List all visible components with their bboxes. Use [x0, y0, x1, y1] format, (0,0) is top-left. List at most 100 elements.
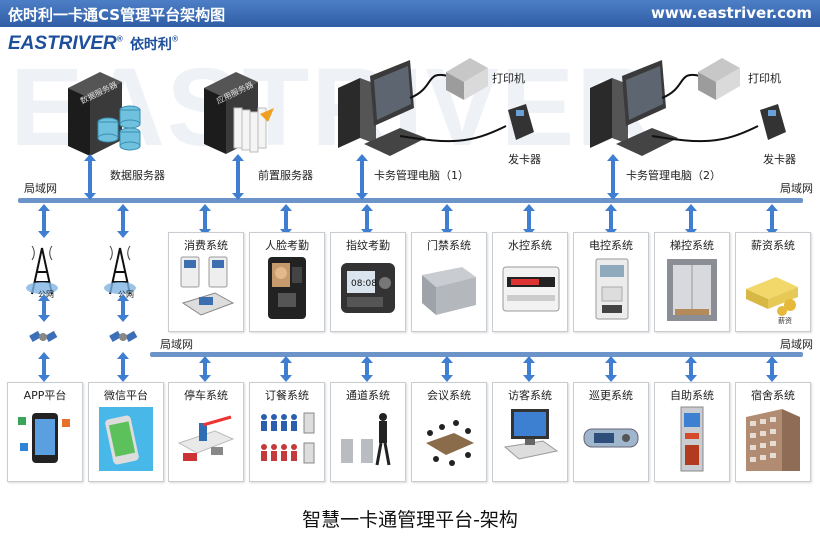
subsystem-consumption[interactable]: 消费系统 — [168, 232, 244, 332]
subsystem-title: 停车系统 — [184, 389, 228, 402]
link-arrow — [356, 154, 368, 200]
lan-label-top-right: 局域网 — [780, 182, 813, 195]
link-arrow — [117, 294, 129, 322]
subsystem-title: 人脸考勤 — [265, 239, 309, 252]
pc1-label: 卡务管理电脑（1） — [374, 169, 469, 182]
link-arrow — [38, 204, 50, 238]
link-arrow — [685, 356, 697, 382]
pc1-printer-label: 打印机 — [492, 72, 525, 85]
electric-meter-icon — [595, 258, 629, 320]
logo-brand-text: EASTRIVER — [8, 33, 117, 54]
subsystem-water-control[interactable]: 水控系统 — [492, 232, 568, 332]
subsystem-title: 微信平台 — [104, 389, 148, 402]
link-arrow — [117, 352, 129, 382]
brand-logo: EASTRIVER® 依时利® — [8, 33, 178, 55]
subsystem-meal-ordering[interactable]: 订餐系统 — [249, 382, 325, 482]
subsystem-title: 会议系统 — [427, 389, 471, 402]
pc2-label: 卡务管理电脑（2） — [626, 169, 721, 182]
link-arrow — [607, 154, 619, 200]
satellite-icon — [109, 330, 138, 342]
pc1-card-issuer-label: 发卡器 — [508, 153, 541, 166]
data-server-label: 数据服务器 — [110, 169, 165, 182]
subsystem-face-attendance[interactable]: 人脸考勤 — [249, 232, 325, 332]
cell-tower-icon — [26, 245, 58, 295]
subsystem-elevator-control[interactable]: 梯控系统 — [654, 232, 730, 332]
subsystem-title: 巡更系统 — [589, 389, 633, 402]
website-url: www.eastriver.com — [651, 4, 812, 22]
subsystem-title: 梯控系统 — [670, 239, 714, 252]
subsystem-title: 水控系统 — [508, 239, 552, 252]
data-server-icon: 数据服务器 — [68, 72, 141, 156]
water-controller-icon — [502, 266, 560, 312]
subsystem-title: 通道系统 — [346, 389, 390, 402]
payroll-word: 薪资 — [778, 316, 792, 325]
link-arrow — [766, 356, 778, 382]
satellite-icon — [29, 330, 58, 342]
turnstile-icon — [341, 413, 391, 466]
link-arrow — [280, 204, 292, 236]
meeting-table-icon — [426, 420, 474, 466]
subsystem-parking[interactable]: 停车系统 — [168, 382, 244, 482]
subsystem-meeting[interactable]: 会议系统 — [411, 382, 487, 482]
fingerprint-terminal-icon: 08:08 — [341, 263, 395, 313]
subsystem-app-platform[interactable]: APP平台 — [7, 382, 83, 482]
subsystem-self-service[interactable]: 自助系统 — [654, 382, 730, 482]
subsystem-wechat-platform[interactable]: 微信平台 — [88, 382, 164, 482]
wechat-phone-icon — [99, 407, 153, 471]
logo-registered-mark: ® — [116, 34, 123, 44]
clock-time: 08:08 — [351, 279, 377, 289]
title-bar: 依时利一卡通CS管理平台架构图 www.eastriver.com — [0, 0, 820, 27]
link-arrow — [766, 204, 778, 236]
cell-tower-icon — [104, 245, 136, 295]
subsystem-title: 门禁系统 — [427, 239, 471, 252]
lan-bus-top — [18, 198, 803, 203]
patrol-reader-icon — [583, 428, 639, 448]
link-arrow — [199, 204, 211, 236]
subsystem-patrol[interactable]: 巡更系统 — [573, 382, 649, 482]
subsystem-title: 消费系统 — [184, 239, 228, 252]
subsystem-payroll[interactable]: 薪资系统 薪资 — [735, 232, 811, 332]
subsystem-power-control[interactable]: 电控系统 — [573, 232, 649, 332]
link-arrow — [199, 356, 211, 382]
dormitory-building-icon — [746, 409, 800, 471]
front-server-icon: 应用服务器 — [204, 72, 274, 154]
link-arrow — [280, 356, 292, 382]
link-arrow — [523, 204, 535, 236]
face-terminal-icon — [268, 257, 306, 319]
pos-terminal-icon — [180, 256, 235, 316]
subsystem-fingerprint-attendance[interactable]: 指纹考勤 08:08 — [330, 232, 406, 332]
subsystem-title: 电控系统 — [589, 239, 633, 252]
link-arrow — [605, 204, 617, 236]
subsystem-dormitory[interactable]: 宿舍系统 — [735, 382, 811, 482]
subsystem-title: 指纹考勤 — [346, 239, 390, 252]
diagram-caption: 智慧一卡通管理平台-架构 — [302, 509, 518, 531]
lan-label-top-left: 局域网 — [24, 182, 57, 195]
subsystem-visitor[interactable]: 访客系统 — [492, 382, 568, 482]
link-arrow — [38, 294, 50, 322]
link-arrow — [441, 204, 453, 236]
subsystem-title: 薪资系统 — [751, 239, 795, 252]
access-controller-icon — [422, 267, 476, 315]
lan-label-bottom-left: 局域网 — [160, 338, 193, 351]
subsystem-title: APP平台 — [23, 389, 67, 402]
logo-cn-registered-mark: ® — [171, 34, 178, 44]
mobile-app-icon — [18, 413, 70, 463]
logo-chinese-name: 依时利 — [129, 36, 172, 52]
self-service-kiosk-icon — [680, 406, 704, 472]
card-management-pc1-icon — [338, 58, 534, 156]
visitor-kiosk-icon — [503, 409, 559, 460]
subsystem-title: 访客系统 — [508, 389, 552, 402]
diagram-title: 依时利一卡通CS管理平台架构图 — [8, 6, 226, 24]
subsystem-access-control[interactable]: 门禁系统 — [411, 232, 487, 332]
pc2-printer-label: 打印机 — [748, 72, 781, 85]
front-server-label: 前置服务器 — [258, 169, 313, 182]
subsystem-passage-gate[interactable]: 通道系统 — [330, 382, 406, 482]
parking-gate-icon — [177, 415, 235, 461]
subsystem-title: 自助系统 — [670, 389, 714, 402]
pc2-card-issuer-label: 发卡器 — [763, 153, 796, 166]
meal-ordering-icon — [261, 412, 315, 464]
elevator-icon — [667, 259, 717, 321]
link-arrow — [38, 352, 50, 382]
link-arrow — [685, 204, 697, 236]
